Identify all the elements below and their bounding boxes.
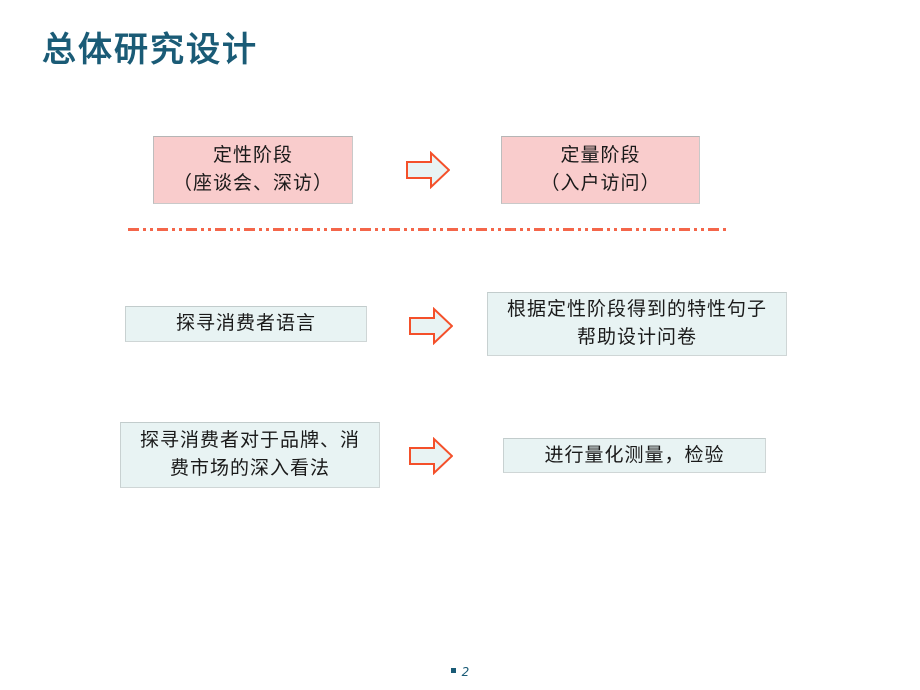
box-line: 定量阶段 [560,145,641,167]
box-line: 探寻消费者语言 [175,313,316,335]
questionnaire-design-box: 根据定性阶段得到的特性句子 帮助设计问卷 [487,292,787,356]
slide-footer: 2 [0,664,920,679]
page-number: 2 [461,664,470,679]
box-line: 进行量化测量，检验 [544,444,725,466]
box-line: 定性阶段 [212,145,293,167]
consumer-language-box: 探寻消费者语言 [125,306,367,342]
consumer-insight-box: 探寻消费者对于品牌、消 费市场的深入看法 [120,422,380,488]
box-line: （入户访问） [540,173,661,194]
right-arrow-icon [409,436,454,476]
page-title: 总体研究设计 [42,30,258,70]
right-arrow-icon [406,150,451,190]
box-line: （座谈会、深访） [172,173,333,194]
right-arrow-icon [409,306,454,346]
square-bullet-icon [450,668,456,673]
box-line: 探寻消费者对于品牌、消 [139,430,360,452]
box-line: 费市场的深入看法 [169,458,330,479]
dashed-divider [128,228,728,231]
quantitative-measurement-box: 进行量化测量，检验 [503,438,766,473]
box-line: 帮助设计问卷 [576,327,697,348]
quantitative-phase-box: 定量阶段 （入户访问） [501,136,700,204]
box-line: 根据定性阶段得到的特性句子 [506,299,767,321]
qualitative-phase-box: 定性阶段 （座谈会、深访） [153,136,353,204]
